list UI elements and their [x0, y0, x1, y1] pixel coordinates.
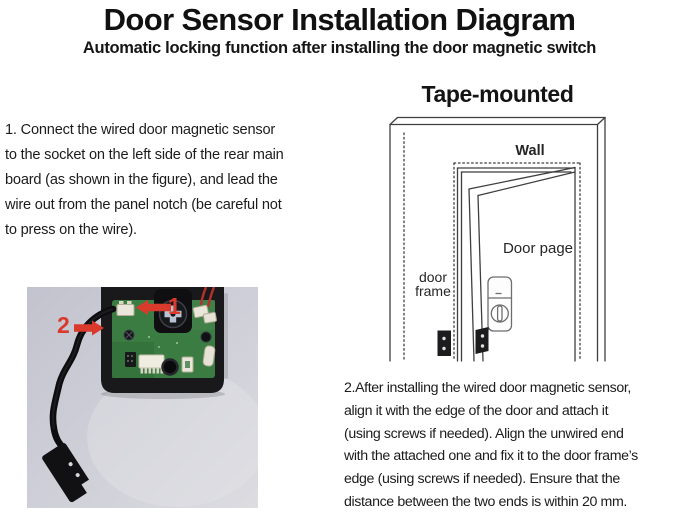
red-wire — [206, 287, 216, 308]
step2-line: edge (using screws if needed). Ensure th… — [344, 471, 620, 488]
sensor-screw-hole — [75, 473, 80, 478]
callout-number-1: 1 — [168, 293, 181, 319]
step2-line: 2.After installing the wired door magnet… — [344, 380, 631, 396]
door-sensor-block — [475, 327, 489, 354]
step1-line: board (as shown in the figure), and lead… — [5, 172, 278, 188]
sensor-socket-tab — [127, 301, 132, 305]
ic-pin — [127, 360, 129, 362]
pin-header-teeth — [140, 368, 164, 374]
thumbturn-knob — [496, 305, 503, 322]
step2-line: distance between the two ends is within … — [344, 493, 627, 510]
sensor-socket-tab — [119, 301, 124, 305]
door-sensor-hole — [480, 344, 485, 348]
tape-dotted-rectangle — [453, 162, 581, 362]
spindle-hole — [161, 358, 179, 376]
wired-magnet-sensor — [42, 443, 96, 503]
step2-line: align it with the edge of the door and a… — [344, 402, 609, 419]
frame-sensor-hole — [442, 346, 446, 351]
door-lock — [481, 276, 513, 338]
callout-arrow-1 — [136, 300, 171, 315]
screw-slot — [125, 331, 133, 339]
rear-board-photo-graphic — [27, 287, 258, 508]
door-sensor-hole — [480, 334, 485, 338]
door-frame-label-line1: door — [418, 269, 448, 285]
wall-label: Wall — [515, 143, 545, 159]
step2-line: with the attached one and fix it to the … — [344, 448, 638, 465]
ic-chip — [125, 352, 136, 367]
sensor-notch — [81, 479, 96, 494]
case-edge-reflection — [224, 293, 228, 379]
power-connector-2 — [202, 311, 217, 324]
step2-instructions: 2.After installing the wired door magnet… — [344, 377, 638, 514]
step1-line: 1. Connect the wired door magnetic senso… — [5, 122, 276, 138]
solder-point — [158, 346, 160, 348]
oblong-component — [202, 345, 216, 367]
rear-board-photo: 1 2 — [27, 287, 258, 508]
step2-line: (using screws if needed). Align the unwi… — [344, 425, 624, 442]
frame-sensor-hole — [442, 336, 446, 341]
step1-line: to press on the wire). — [5, 222, 137, 238]
step1-instructions: 1. Connect the wired door magnetic senso… — [5, 118, 284, 243]
door-frame-lines — [456, 167, 576, 362]
tape-mounted-diagram — [389, 116, 606, 362]
sensor-cable-sheen — [51, 308, 114, 430]
sensor-screw-hole — [68, 462, 73, 467]
page-title: Door Sensor Installation Diagram — [103, 2, 576, 37]
small-connector-window — [185, 361, 190, 368]
pin-header — [138, 354, 165, 369]
frame-sensor-block — [437, 330, 451, 356]
callout-number-2: 2 — [57, 312, 70, 338]
door-page-label: Door page — [502, 240, 574, 257]
ic-pin — [131, 355, 133, 357]
door-frame-label: door frame — [407, 270, 459, 298]
diagram-heading: Tape-mounted — [421, 81, 574, 107]
door-frame-label-line2: frame — [415, 283, 451, 299]
step1-line: to the socket on the left side of the re… — [5, 147, 284, 163]
spindle-center-hole — [170, 311, 176, 317]
wall-outline — [389, 116, 606, 362]
red-wire — [199, 287, 208, 306]
callout-arrow-2 — [74, 320, 104, 336]
ic-pin — [127, 355, 129, 357]
lock-body — [487, 276, 513, 332]
photo-highlight — [87, 367, 258, 507]
solder-point — [148, 336, 150, 338]
screw-hole — [200, 331, 212, 343]
solder-point — [176, 342, 178, 344]
step1-line: wire out from the panel notch (be carefu… — [5, 197, 282, 213]
ic-pin — [131, 360, 133, 362]
sensor-socket — [116, 304, 135, 316]
page-subtitle: Automatic locking function after install… — [82, 39, 597, 57]
sensor-blocks — [437, 327, 489, 356]
